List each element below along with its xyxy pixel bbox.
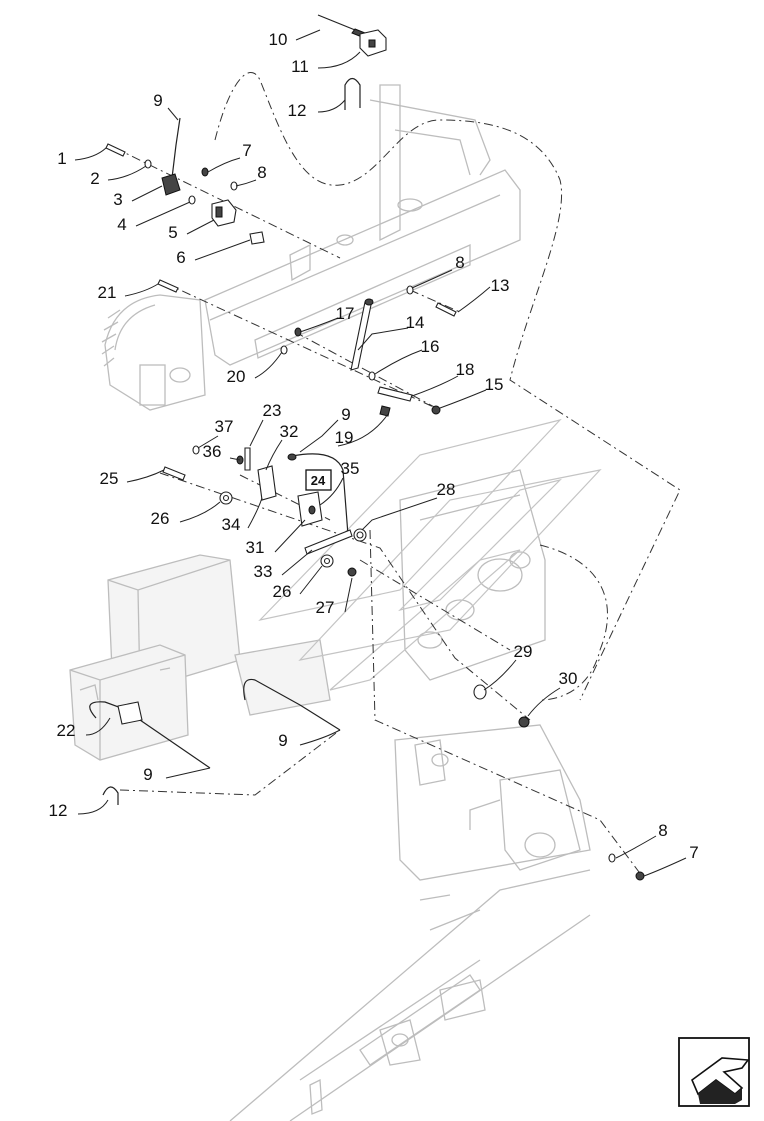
callout-c2: 2 bbox=[90, 169, 99, 188]
callout-c37: 37 bbox=[215, 417, 234, 436]
callout-c7b: 7 bbox=[689, 843, 698, 862]
callout-c17: 17 bbox=[336, 304, 355, 323]
parts-middle bbox=[162, 445, 530, 728]
callout-c9b: 9 bbox=[341, 405, 350, 424]
callout-c25: 25 bbox=[100, 469, 119, 488]
direction-arrow-icon[interactable] bbox=[678, 1037, 750, 1107]
callout-c20: 20 bbox=[227, 367, 246, 386]
callout-c14: 14 bbox=[406, 313, 425, 332]
callout-c12b: 12 bbox=[49, 801, 68, 820]
callout-c33: 33 bbox=[254, 562, 273, 581]
callout-c4: 4 bbox=[117, 215, 126, 234]
callout-c9a: 9 bbox=[153, 91, 162, 110]
callout-c21: 21 bbox=[98, 283, 117, 302]
brand-logo-watermark bbox=[258, 418, 602, 691]
callout-c12a: 12 bbox=[288, 101, 307, 120]
boxed-callout-24: 24 bbox=[305, 469, 332, 491]
leader-lines bbox=[74, 29, 687, 877]
callout-c1: 1 bbox=[57, 149, 66, 168]
parts bbox=[105, 14, 457, 417]
ghost-structure bbox=[69, 84, 591, 1121]
callout-c29: 29 bbox=[514, 642, 533, 661]
callout-c15: 15 bbox=[485, 375, 504, 394]
callout-c3: 3 bbox=[113, 190, 122, 209]
callout-c9d: 9 bbox=[143, 765, 152, 784]
callout-c9c: 9 bbox=[278, 731, 287, 750]
callout-c7a: 7 bbox=[242, 141, 251, 160]
boxed-callout-label: 24 bbox=[311, 473, 326, 488]
parts-lower bbox=[89, 678, 645, 881]
callout-c10: 10 bbox=[269, 30, 288, 49]
callout-c23: 23 bbox=[263, 401, 282, 420]
callout-c13: 13 bbox=[491, 276, 510, 295]
callout-c28: 28 bbox=[437, 480, 456, 499]
callout-c34: 34 bbox=[222, 515, 241, 534]
callout-c26b: 26 bbox=[273, 582, 292, 601]
assembly-lines bbox=[114, 72, 681, 881]
callout-c26a: 26 bbox=[151, 509, 170, 528]
callout-c31: 31 bbox=[246, 538, 265, 557]
callout-c5: 5 bbox=[168, 223, 177, 242]
callout-c35: 35 bbox=[341, 459, 360, 478]
callout-c11: 11 bbox=[291, 57, 309, 76]
callout-c36: 36 bbox=[203, 442, 222, 461]
callout-c30: 30 bbox=[559, 669, 578, 688]
callout-c32: 32 bbox=[280, 422, 299, 441]
callout-c18: 18 bbox=[456, 360, 475, 379]
callout-c6: 6 bbox=[176, 248, 185, 267]
callout-c8a: 8 bbox=[257, 163, 266, 182]
callout-c19: 19 bbox=[335, 428, 354, 447]
callout-c8c: 8 bbox=[658, 821, 667, 840]
callout-c8b: 8 bbox=[455, 253, 464, 272]
callout-c22: 22 bbox=[57, 721, 76, 740]
callout-c27: 27 bbox=[316, 598, 335, 617]
callout-c16: 16 bbox=[421, 337, 440, 356]
